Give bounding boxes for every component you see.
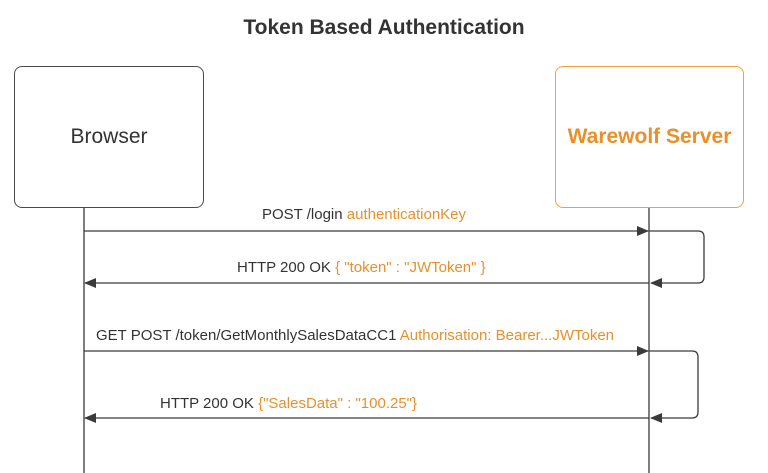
message-label-login-request: POST /login authenticationKey: [262, 206, 466, 223]
server-self-loop-2: [649, 350, 699, 423]
browser-actor-label: Browser: [70, 125, 148, 148]
message-text: HTTP 200 OK: [160, 395, 259, 412]
message-label-sales-response: HTTP 200 OK {"SalesData" : "100.25"}: [160, 395, 417, 412]
server-actor-box: Warewolf Server: [555, 66, 744, 208]
message-highlight: { "token" : "JWToken" }: [335, 259, 486, 276]
diagram-title: Token Based Authentication: [243, 16, 525, 39]
message-highlight: {"SalesData" : "100.25"}: [258, 395, 417, 412]
message-text: POST /login: [262, 206, 347, 223]
message-text: GET POST /token/GetMonthlySalesDataCC1: [96, 327, 400, 344]
message-label-sales-request: GET POST /token/GetMonthlySalesDataCC1 A…: [96, 327, 614, 344]
message-highlight: authenticationKey: [346, 206, 467, 223]
server-actor-label: Warewolf Server: [567, 125, 732, 148]
message-text: HTTP 200 OK: [237, 259, 336, 276]
message-highlight: Authorisation: Bearer...JWToken: [399, 327, 615, 344]
message-label-token-response: HTTP 200 OK { "token" : "JWToken" }: [237, 259, 486, 276]
server-self-loop-1: [649, 230, 705, 288]
browser-actor-box: Browser: [14, 66, 204, 208]
